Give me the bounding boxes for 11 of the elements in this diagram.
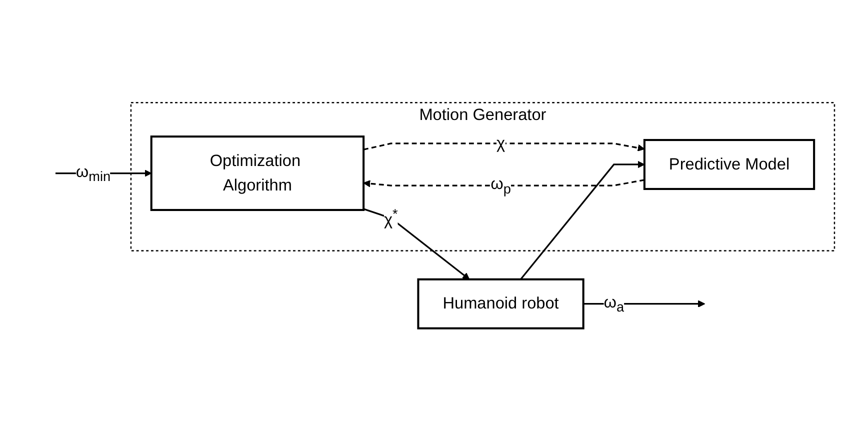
node-box: Humanoid robot xyxy=(417,278,584,330)
arrow xyxy=(363,142,645,152)
edge-label: ω$_{p}$ xyxy=(490,175,511,197)
edge-label: ω$_{min}$ xyxy=(76,163,111,184)
arrow xyxy=(520,160,645,280)
arrow xyxy=(363,179,645,188)
edge-label: ω$_{a}$ xyxy=(604,294,624,315)
node-box: Predictive Model xyxy=(643,138,816,190)
edge-label: χ xyxy=(496,134,506,152)
node-box: Optimization Algorithm xyxy=(150,136,365,212)
edge-label: χ$^{*}$ xyxy=(384,206,398,230)
